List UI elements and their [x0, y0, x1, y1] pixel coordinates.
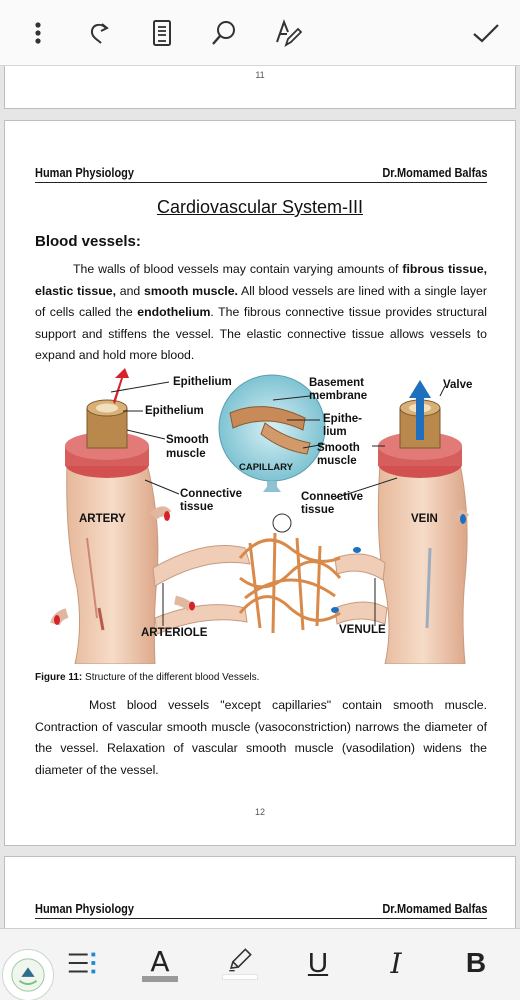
- font-color-icon: A: [150, 944, 170, 978]
- label-epithelium-left: Epithelium: [145, 405, 204, 417]
- more-options-button[interactable]: [18, 13, 58, 53]
- label-basement-1: Basement: [309, 377, 364, 389]
- font-color-swatch: [142, 975, 178, 982]
- page-view-icon: [153, 20, 171, 46]
- figure-caption: Figure 11: Structure of the different bl…: [35, 672, 260, 683]
- label-capillary: CAPILLARY: [239, 462, 294, 473]
- label-basement-2: membrane: [309, 390, 367, 402]
- section-title: Blood vessels:: [35, 233, 141, 250]
- label-smooth-muscle-left-2: muscle: [166, 448, 206, 460]
- highlighter-button[interactable]: [220, 941, 260, 985]
- paragraph-blood-vessels: The walls of blood vessels may contain v…: [35, 262, 487, 362]
- label-connective-right-2: tissue: [301, 504, 334, 516]
- app-logo-icon: [11, 958, 45, 992]
- label-smooth-muscle-left-1: Smooth: [166, 434, 209, 446]
- page-number: 12: [254, 807, 265, 817]
- label-valve: Valve: [443, 379, 472, 391]
- list-format-button[interactable]: [62, 941, 102, 985]
- label-arteriole: ARTERIOLE: [141, 627, 208, 639]
- label-venule: VENULE: [339, 624, 386, 636]
- page-number: 11: [255, 70, 265, 80]
- more-vertical-icon: [35, 22, 41, 44]
- header-right: Dr.Momamed Balfas: [381, 902, 487, 916]
- underline-button[interactable]: U: [300, 941, 336, 985]
- label-smooth-muscle-right-1: Smooth: [317, 442, 360, 454]
- label-smooth-muscle-right-2: muscle: [317, 455, 357, 467]
- paragraph-smooth-muscle: Most blood vessels "except capillaries" …: [35, 698, 487, 777]
- bold-icon: B: [465, 947, 487, 978]
- text-edit-button[interactable]: [268, 13, 308, 53]
- highlight-swatch: [222, 974, 258, 980]
- page-header: Human Physiology Dr.Momamed Balfas: [35, 899, 487, 919]
- checkmark-icon: [473, 24, 499, 43]
- app-logo-button[interactable]: [2, 949, 54, 1000]
- header-left: Human Physiology: [35, 166, 135, 180]
- italic-icon: I: [390, 946, 402, 980]
- bold-button[interactable]: B: [460, 941, 492, 985]
- page-header: Human Physiology Dr.Momamed Balfas: [35, 163, 487, 183]
- label-artery: ARTERY: [79, 513, 126, 525]
- format-toolbar: A U I B: [0, 928, 520, 1000]
- label-epithelium-top: Epithelium: [173, 376, 232, 388]
- redo-icon: [90, 23, 109, 44]
- label-epithelium-right-2: lium: [323, 426, 347, 438]
- page-view-button[interactable]: [142, 13, 182, 53]
- header-right: Dr.Momamed Balfas: [381, 166, 487, 180]
- text-edit-icon: [276, 19, 303, 48]
- header-left: Human Physiology: [35, 902, 135, 916]
- document-title: Cardiovascular System-III: [156, 197, 364, 217]
- search-icon: [212, 21, 235, 45]
- redo-button[interactable]: [80, 13, 120, 53]
- italic-button[interactable]: I: [380, 941, 412, 985]
- top-toolbar: [0, 0, 520, 66]
- label-vein: VEIN: [411, 513, 438, 525]
- underline-icon: U: [307, 947, 329, 978]
- list-format-icon: [68, 952, 96, 974]
- search-button[interactable]: [204, 13, 244, 53]
- label-epithelium-right-1: Epithe-: [323, 413, 362, 425]
- previous-page: 11: [4, 66, 516, 109]
- highlighter-icon: [229, 948, 252, 972]
- label-connective-right-1: Connective: [301, 491, 363, 503]
- label-connective-left-2: tissue: [180, 501, 213, 513]
- document-page: Human Physiology Dr.Momamed Balfas Cardi…: [4, 120, 516, 846]
- font-color-button[interactable]: A: [140, 941, 180, 985]
- label-connective-left-1: Connective: [180, 488, 242, 500]
- done-button[interactable]: [466, 13, 506, 53]
- blood-vessel-diagram: Epithelium Epithelium Smooth muscle Base…: [35, 368, 487, 664]
